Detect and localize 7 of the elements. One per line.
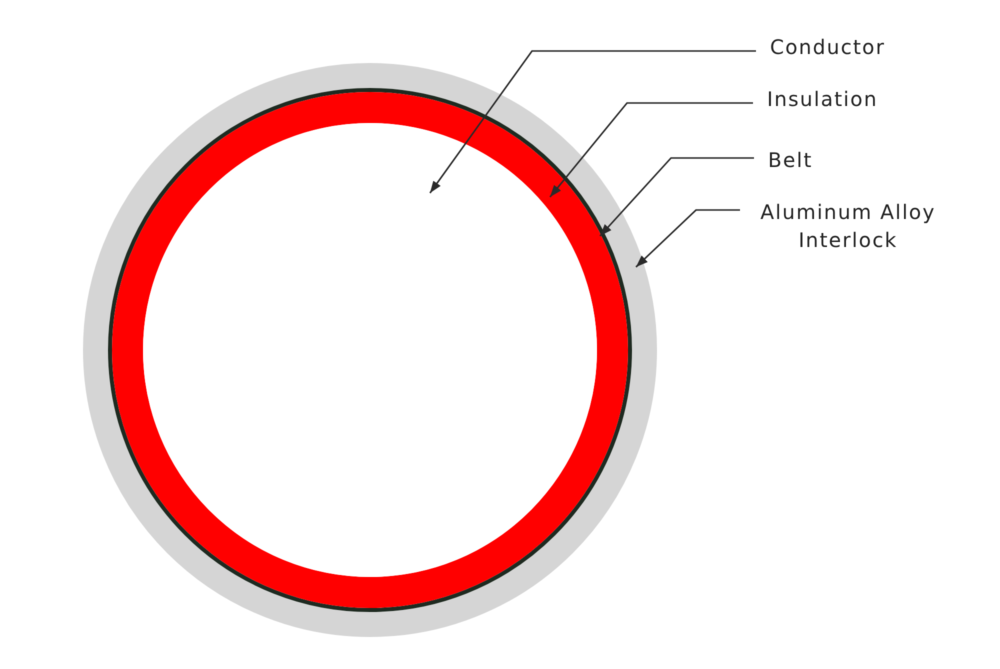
callout-label: Belt [768, 146, 813, 174]
leader-line [549, 102, 753, 198]
leader-line [599, 157, 754, 237]
callout-label: Insulation [767, 85, 878, 113]
callout-label: Aluminum Alloy Interlock [754, 198, 942, 254]
callout-label: Conductor [770, 33, 886, 61]
leader-line [635, 209, 740, 268]
